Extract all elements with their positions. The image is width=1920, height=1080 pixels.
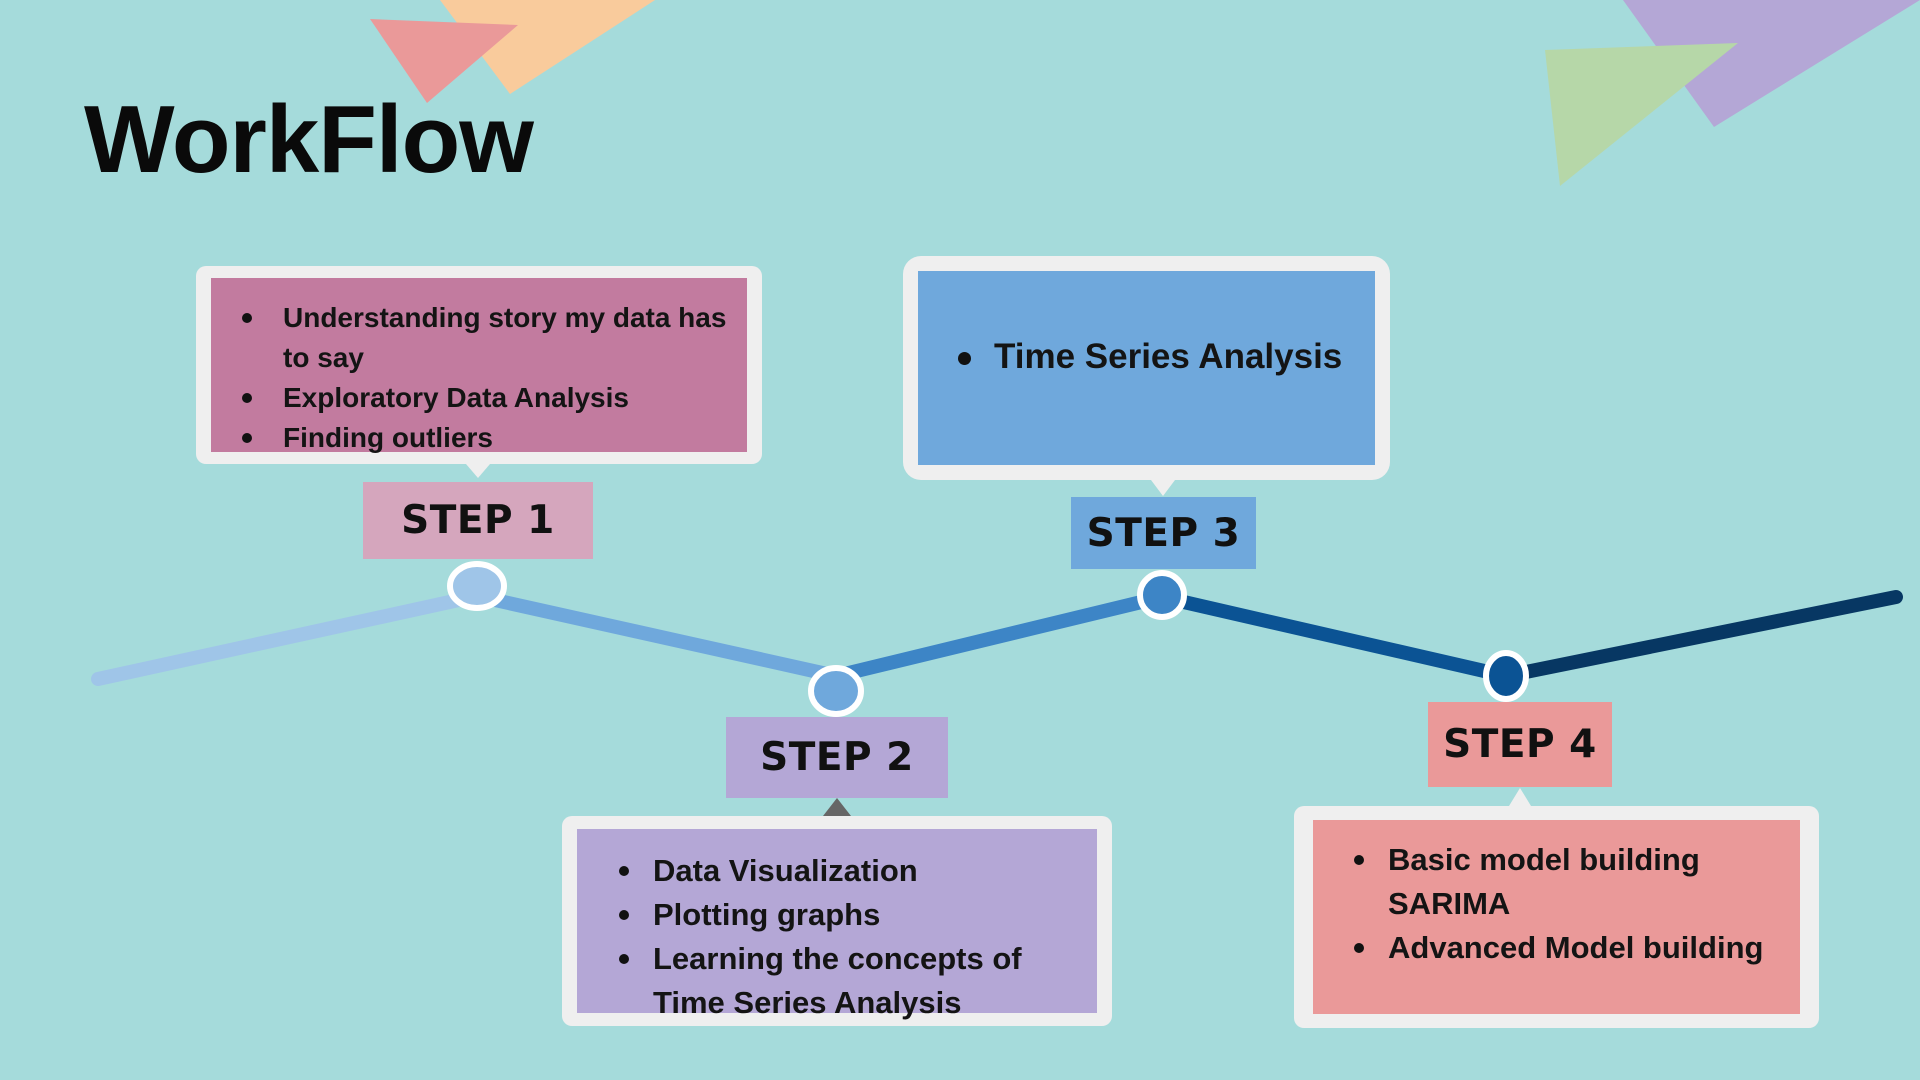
- timeline-segment-3: [829, 590, 1169, 683]
- list-item: Plotting graphs: [577, 893, 1077, 937]
- step-3-list: Time Series Analysis: [918, 333, 1355, 381]
- step-2-callout-body: Data Visualization Plotting graphs Learn…: [577, 829, 1097, 1020]
- step-3-callout: Time Series Analysis: [903, 256, 1390, 480]
- list-item: Time Series Analysis: [918, 333, 1355, 381]
- step-1-callout-pointer: [466, 464, 490, 478]
- step-4-label: STEP 4: [1428, 702, 1612, 787]
- step-4-callout-body: Basic model building SARIMA Advanced Mod…: [1313, 820, 1800, 1014]
- step-3-label: STEP 3: [1071, 497, 1256, 569]
- step-2-list: Data Visualization Plotting graphs Learn…: [577, 849, 1077, 1025]
- step-4-list: Basic model building SARIMA Advanced Mod…: [1313, 838, 1780, 970]
- timeline-segment-5: [1499, 590, 1903, 683]
- step-4-callout: Basic model building SARIMA Advanced Mod…: [1294, 806, 1819, 1028]
- step-2-node: [808, 665, 864, 717]
- list-item: Basic model building SARIMA: [1313, 838, 1780, 926]
- step-1-label: STEP 1: [363, 482, 593, 559]
- timeline-segment-2: [470, 589, 843, 683]
- red-triangle-shape: [370, 19, 518, 103]
- step-1-callout-body: Understanding story my data has to say E…: [211, 278, 747, 453]
- page-title: WorkFlow: [84, 86, 534, 193]
- purple-triangle-shape: [1623, 0, 1920, 127]
- step-3-callout-pointer: [1151, 480, 1175, 496]
- step-4-callout-pointer: [1509, 788, 1531, 806]
- list-item: Advanced Model building: [1313, 926, 1780, 970]
- timeline-segment-4: [1155, 590, 1513, 683]
- step-2-callout-pointer: [823, 798, 851, 816]
- list-item: Understanding story my data has to say: [211, 298, 727, 378]
- step-1-list: Understanding story my data has to say E…: [211, 298, 727, 458]
- step-4-node: [1483, 650, 1529, 702]
- step-1-callout: Understanding story my data has to say E…: [196, 266, 762, 464]
- list-item: Learning the concepts of Time Series Ana…: [577, 937, 1077, 1025]
- green-triangle-shape: [1545, 43, 1738, 186]
- orange-triangle-shape: [440, 0, 655, 94]
- step-2-callout: Data Visualization Plotting graphs Learn…: [562, 816, 1112, 1026]
- step-3-node: [1137, 570, 1187, 620]
- step-2-label: STEP 2: [726, 717, 948, 798]
- timeline-segment-1: [91, 589, 484, 686]
- list-item: Data Visualization: [577, 849, 1077, 893]
- step-1-node: [447, 561, 507, 611]
- list-item: Exploratory Data Analysis: [211, 378, 727, 418]
- list-item: Finding outliers: [211, 418, 727, 458]
- step-3-callout-body: Time Series Analysis: [918, 271, 1375, 465]
